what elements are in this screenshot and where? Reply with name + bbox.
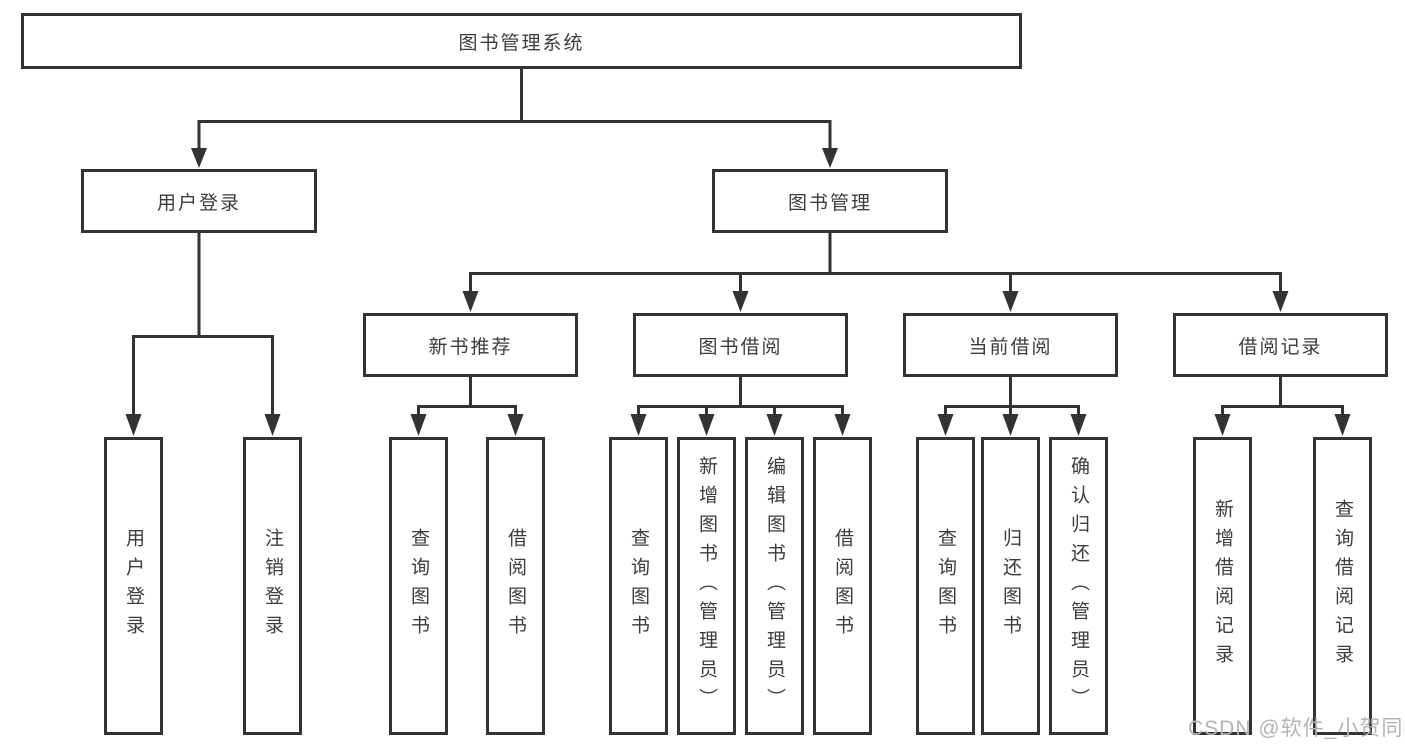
node-user-login-label: 用户登录	[156, 192, 241, 214]
arrowheads-user-login-leaves	[125, 414, 281, 436]
node-new-book-recommend-label: 新书推荐	[428, 336, 513, 358]
csdn-watermark: CSDN @软件_小贺同学	[1188, 717, 1405, 740]
node-current-borrow: 当前借阅	[903, 313, 1118, 377]
leaf-bb-borrow-books-label: 借阅图书	[832, 528, 853, 644]
leaf-bb-borrow-books: 借阅图书	[813, 437, 872, 735]
node-new-book-recommend: 新书推荐	[363, 313, 578, 377]
connector-user-login-branch	[132, 233, 274, 415]
connector-book-borrow-branch	[637, 377, 844, 415]
node-borrow-records: 借阅记录	[1173, 313, 1388, 377]
leaf-cb-return-books-label: 归还图书	[1000, 528, 1021, 644]
node-book-management-label: 图书管理	[787, 192, 872, 214]
connector-root-branch	[197, 67, 832, 149]
node-book-borrow: 图书借阅	[633, 313, 848, 377]
leaf-nb-query-books: 查询图书	[389, 437, 448, 735]
connector-book-mgmt-branch	[469, 233, 1282, 292]
leaf-bb-edit-books-admin: 编辑图书（管理员）	[745, 437, 804, 735]
connector-borrow-records-branch	[1221, 377, 1344, 415]
arrowheads-leaves	[410, 414, 1351, 436]
leaf-bb-query-books-label: 查询图书	[628, 528, 649, 644]
leaf-cb-return-books: 归还图书	[981, 437, 1040, 735]
arrowheads-level2	[191, 148, 838, 168]
node-system-root-label: 图书管理系统	[458, 32, 585, 54]
leaf-bb-add-books-admin: 新增图书（管理员）	[677, 437, 736, 735]
connector-current-borrow-branch	[944, 377, 1080, 415]
node-book-management: 图书管理	[712, 169, 948, 233]
leaf-br-query-record: 查询借阅记录	[1313, 437, 1372, 735]
leaf-cb-query-books: 查询图书	[916, 437, 975, 735]
leaf-user-login-label: 用户登录	[123, 528, 144, 644]
arrowheads-level3	[462, 291, 1289, 312]
leaf-cb-confirm-return-admin-label: 确认归还（管理员）	[1068, 455, 1089, 717]
node-current-borrow-label: 当前借阅	[968, 336, 1053, 358]
leaf-cb-query-books-label: 查询图书	[935, 528, 956, 644]
leaf-cb-confirm-return-admin: 确认归还（管理员）	[1049, 437, 1108, 735]
leaf-br-query-record-label: 查询借阅记录	[1332, 499, 1353, 673]
leaf-bb-add-books-admin-label: 新增图书（管理员）	[696, 455, 717, 717]
leaf-bb-edit-books-admin-label: 编辑图书（管理员）	[764, 455, 785, 717]
leaf-br-add-record: 新增借阅记录	[1193, 437, 1252, 735]
connector-new-books-branch	[417, 377, 517, 415]
leaf-bb-query-books: 查询图书	[609, 437, 668, 735]
node-borrow-records-label: 借阅记录	[1238, 336, 1323, 358]
node-book-borrow-label: 图书借阅	[698, 336, 783, 358]
leaf-user-login: 用户登录	[104, 437, 163, 735]
node-user-login: 用户登录	[81, 169, 317, 233]
leaf-br-add-record-label: 新增借阅记录	[1212, 499, 1233, 673]
node-system-root: 图书管理系统	[21, 13, 1022, 69]
leaf-nb-query-books-label: 查询图书	[408, 528, 429, 644]
leaf-logout: 注销登录	[243, 437, 302, 735]
leaf-nb-borrow-books: 借阅图书	[486, 437, 545, 735]
leaf-logout-label: 注销登录	[262, 528, 283, 644]
leaf-nb-borrow-books-label: 借阅图书	[505, 528, 526, 644]
